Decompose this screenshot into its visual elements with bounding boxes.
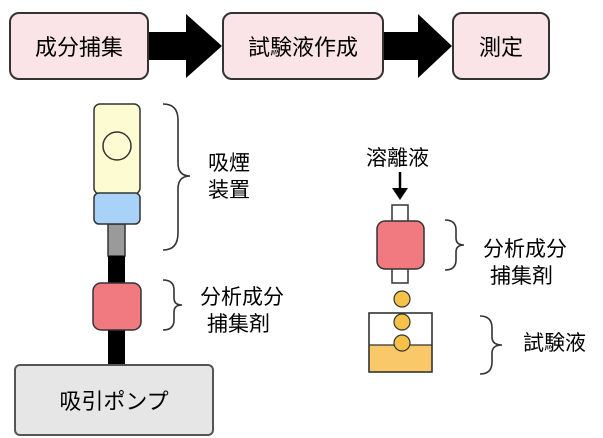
step-measurement-label: 測定: [478, 36, 523, 61]
trap-left-line1: 分析成分: [200, 285, 284, 309]
test-solution-label: 試験液: [523, 330, 586, 357]
brace-test-solution: [479, 315, 503, 375]
droplet-2: [393, 313, 411, 331]
droplet-1: [393, 290, 411, 308]
brace-trap-right: [444, 219, 465, 271]
smoking-device-line1: 吸煙: [208, 151, 250, 175]
step-collection-label: 成分捕集: [34, 36, 123, 61]
suction-pump-label: 吸引ポンプ: [59, 390, 169, 415]
cigarette-holder: [93, 103, 141, 195]
cigarette-circle-icon: [102, 131, 132, 161]
filter-pad: [93, 192, 141, 225]
brace-trap-left: [162, 279, 183, 331]
trap-cartridge-right: [376, 220, 425, 270]
step-preparation-box: 試験液作成: [222, 12, 384, 80]
smoking-device-line2: 装置: [208, 178, 250, 202]
eluent-label: 溶離液: [366, 145, 429, 172]
droplet-3: [393, 334, 411, 352]
trap-left-label: 分析成分 捕集剤: [200, 284, 284, 338]
eluent-arrow-head: [392, 188, 408, 200]
flow-arrow-1: [149, 14, 222, 78]
step-measurement-box: 測定: [452, 12, 550, 80]
trap-cartridge-left: [92, 282, 142, 331]
black-tube-lower: [108, 330, 125, 368]
brace-smoking-device: [162, 103, 191, 251]
step-preparation-label: 試験液作成: [247, 36, 358, 61]
trap-right-label: 分析成分 捕集剤: [483, 236, 567, 290]
suction-pump: 吸引ポンプ: [14, 364, 214, 436]
gray-connector: [107, 223, 126, 257]
step-collection-box: 成分捕集: [9, 12, 149, 80]
trap-right-line1: 分析成分: [483, 237, 567, 261]
flow-arrow-2: [384, 14, 452, 78]
smoking-device-label: 吸煙 装置: [208, 150, 250, 204]
eluent-text: 溶離液: [366, 146, 429, 170]
trap-left-line2: 捕集剤: [207, 312, 270, 336]
trap-right-line2: 捕集剤: [490, 264, 553, 288]
beaker: [368, 312, 433, 373]
test-solution-text: 試験液: [523, 331, 586, 355]
black-tube-upper: [108, 256, 125, 284]
